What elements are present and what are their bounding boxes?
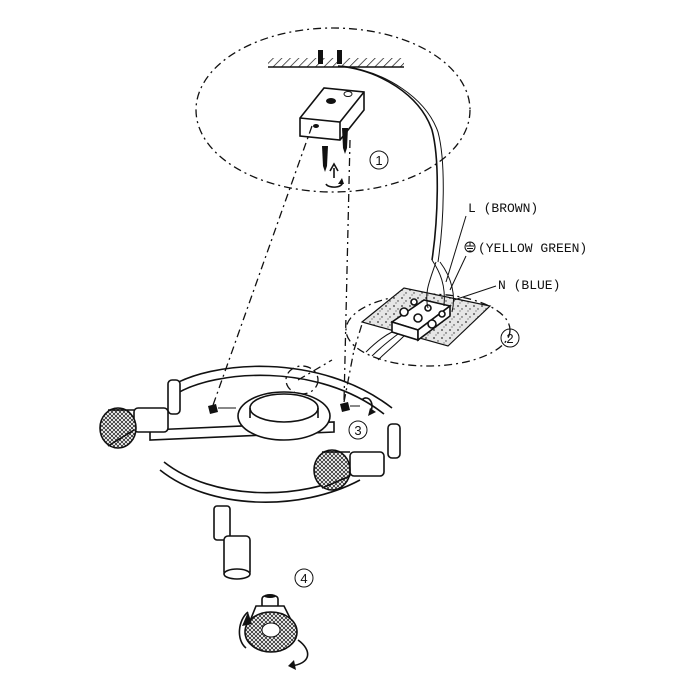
fixture-ring: 3 (149, 365, 401, 503)
screw-icon (208, 402, 350, 414)
step-2-marker (500, 328, 520, 348)
mounting-bracket (299, 87, 365, 141)
step-1-label: 1 (375, 153, 382, 168)
label-neutral-blue: N (BLUE) (498, 278, 560, 293)
step-3-marker (348, 420, 368, 440)
spotlight-bottom (213, 505, 251, 580)
step-1-marker (369, 150, 389, 170)
spotlight-left (99, 407, 169, 449)
rotate-arrow-icon (361, 397, 376, 416)
terminal-block (390, 298, 452, 342)
rotate-arrow-icon (238, 611, 309, 670)
wire-labels: L (BROWN) (YELLOW GREEN) N (BLUE) (445, 201, 587, 301)
gu10-lamp-icon (244, 594, 298, 653)
assembly-guide-lines (211, 125, 363, 409)
rotate-arrow-icon (325, 178, 344, 188)
supply-cable (337, 65, 439, 261)
label-earth-yellow-green: (YELLOW GREEN) (478, 241, 587, 256)
label-live-brown: L (BROWN) (468, 201, 538, 216)
detail-circle-ceiling (195, 27, 471, 193)
terminal-detail-group: 2 (345, 259, 520, 367)
ceiling-surface (268, 58, 404, 67)
earth-ground-icon (464, 241, 476, 253)
screw-icon (318, 50, 342, 64)
ceiling-detail-group: 1 (195, 27, 471, 263)
ceiling-canopy (237, 391, 331, 441)
step-2-label: 2 (506, 331, 513, 346)
step-4-label: 4 (300, 571, 307, 586)
screw-icon (322, 128, 348, 172)
step-3-label: 3 (354, 423, 361, 438)
spotlight-right (313, 449, 385, 491)
step-4-marker (294, 568, 314, 588)
